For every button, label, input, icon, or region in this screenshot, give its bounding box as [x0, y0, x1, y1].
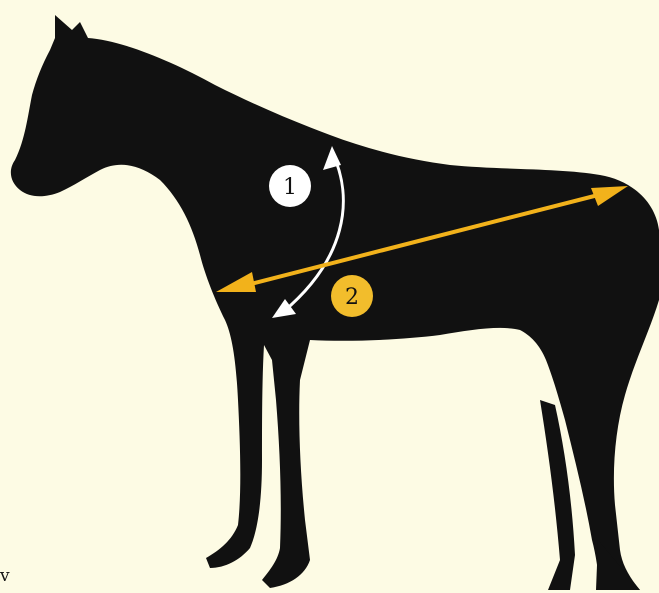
corner-mark: v: [0, 566, 10, 586]
hind-hoof-right: [596, 540, 640, 590]
arrow-2-line: [234, 190, 611, 290]
badge-2-circle: [331, 275, 373, 317]
hind-hoof-left: [540, 400, 575, 590]
measurement-2-badge: 2: [331, 275, 373, 317]
badge-1-label: 1: [283, 175, 297, 200]
arrow-2-head-left: [216, 272, 256, 292]
arrow-1-head-bottom: [272, 299, 296, 318]
arrow-1-curve: [282, 151, 345, 314]
badge-2-label: 2: [345, 285, 359, 310]
measurement-2-arrow: [216, 186, 628, 292]
measurement-1-badge: 1: [269, 165, 311, 207]
arrow-1-head-top: [323, 146, 341, 170]
badge-1-circle: [269, 165, 311, 207]
measurement-1-arrow: [272, 146, 345, 318]
arrow-2-head-right: [591, 186, 628, 206]
